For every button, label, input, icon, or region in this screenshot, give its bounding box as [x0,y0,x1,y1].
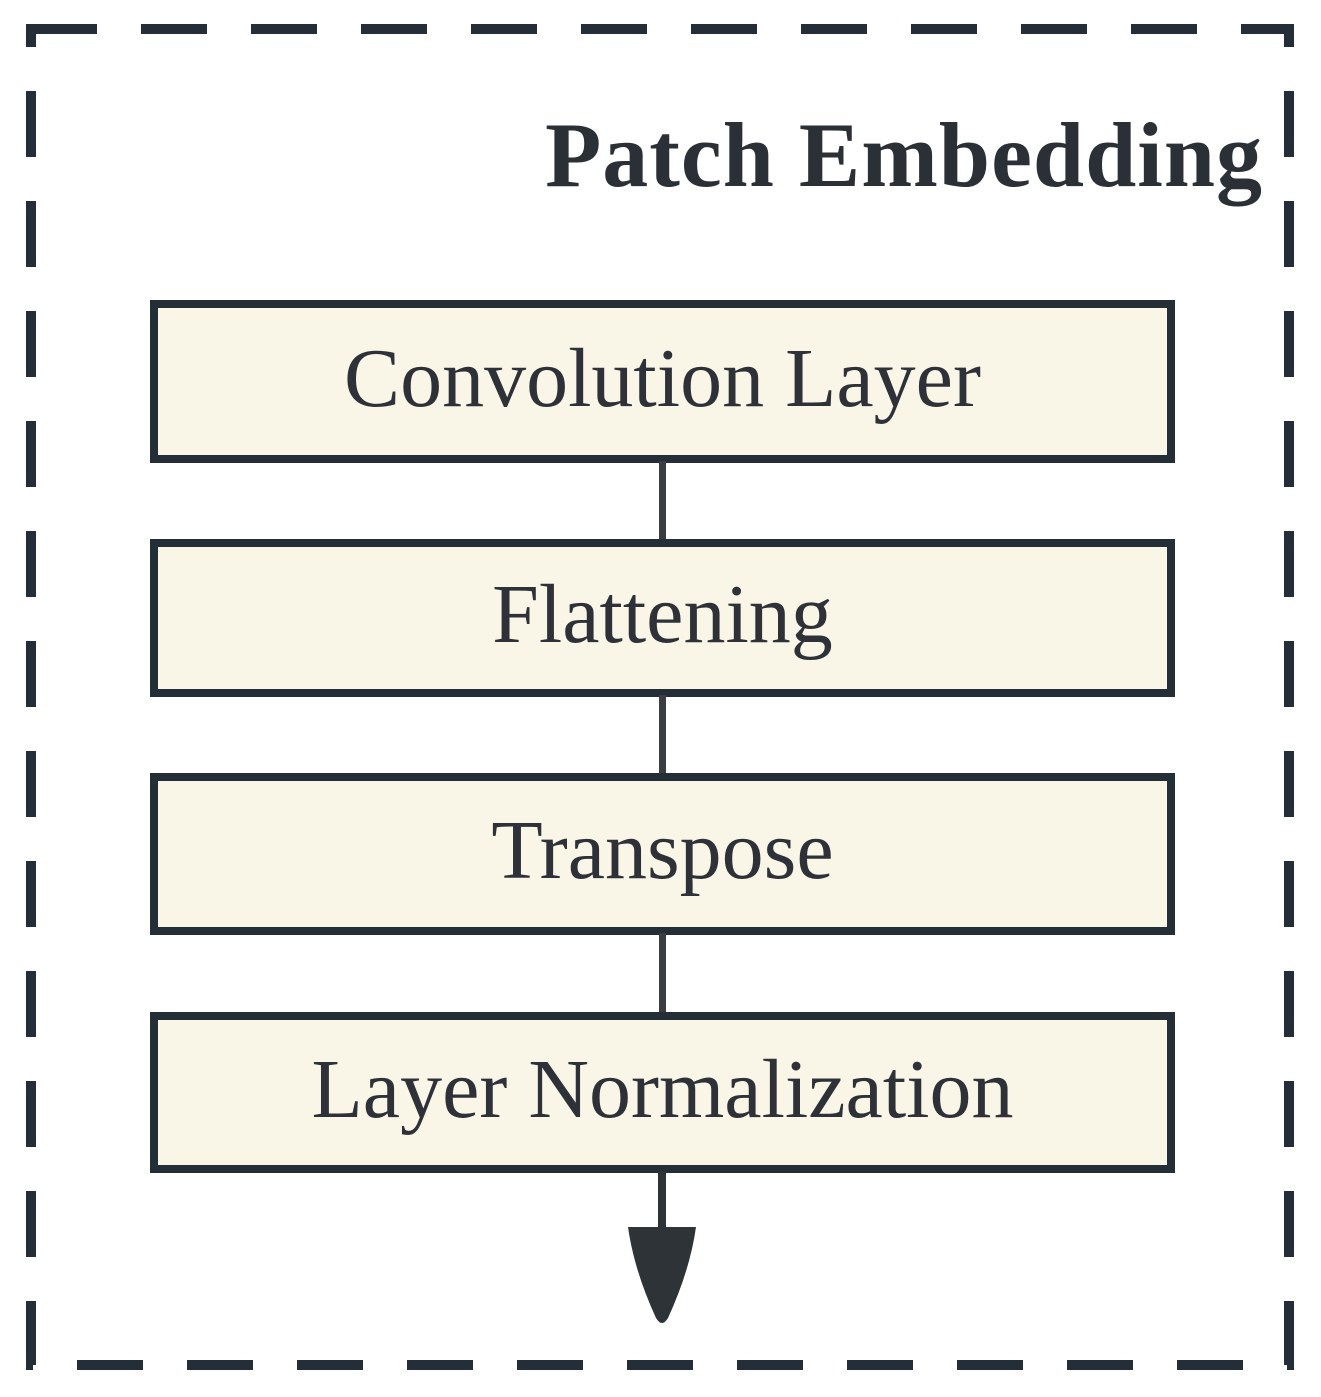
connector-line [659,461,666,541]
connector-line [659,695,666,775]
step-box-convolution-layer: Convolution Layer [150,300,1175,463]
step-label: Layer Normalization [311,1042,1014,1136]
step-box-transpose: Transpose [150,773,1175,935]
step-label: Flattening [492,568,833,661]
step-label: Convolution Layer [344,331,981,425]
connector-line [659,933,666,1014]
diagram-title: Patch Embedding [545,104,1263,206]
output-arrow-stem [658,1171,666,1235]
step-box-flattening: Flattening [150,539,1175,697]
step-box-layer-normalization: Layer Normalization [150,1012,1175,1173]
step-label: Transpose [491,804,834,897]
